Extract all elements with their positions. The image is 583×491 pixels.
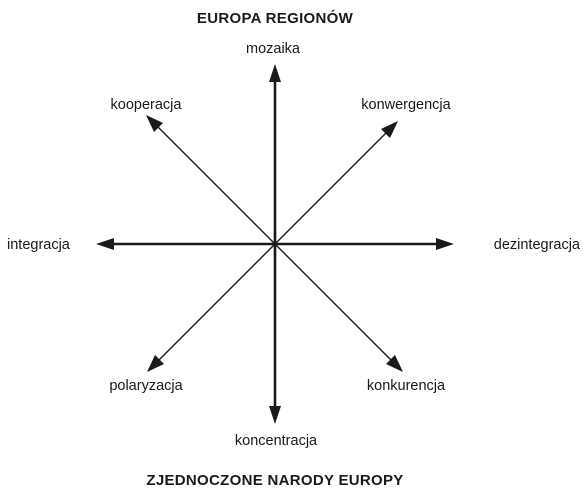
- title-top: EUROPA REGIONÓW: [197, 9, 354, 27]
- arrow-south-east-shaft: [274, 243, 394, 363]
- label-west: integracja: [7, 237, 71, 253]
- label-south: koncentracja: [235, 433, 318, 449]
- center-point: [273, 242, 277, 246]
- arrow-south: [269, 244, 281, 424]
- title-bottom: ZJEDNOCZONE NARODY EUROPY: [146, 472, 403, 489]
- arrow-south-west: [147, 243, 276, 372]
- arrow-north: [269, 64, 281, 244]
- arrow-west: [96, 238, 275, 250]
- arrow-south-west-shaft: [156, 243, 276, 363]
- arrow-south-east-head: [386, 355, 403, 372]
- arrow-north-west-shaft: [155, 124, 276, 245]
- label-east: dezintegracja: [494, 237, 581, 253]
- arrow-east-head: [436, 238, 454, 250]
- arrow-east: [275, 238, 454, 250]
- arrow-south-head: [269, 406, 281, 424]
- label-south-west: polaryzacja: [109, 378, 183, 394]
- arrow-north-head: [269, 64, 281, 82]
- arrow-north-west: [146, 115, 276, 245]
- label-north-east: konwergencja: [361, 97, 451, 113]
- arrow-north-west-head: [146, 115, 163, 132]
- arrow-west-head: [96, 238, 114, 250]
- label-north-west: kooperacja: [111, 97, 183, 113]
- label-north: mozaika: [246, 41, 301, 57]
- arrow-north-east-shaft: [274, 130, 389, 245]
- arrow-north-east: [274, 121, 398, 245]
- arrow-south-east: [274, 243, 403, 372]
- arrow-north-east-head: [381, 121, 398, 138]
- arrow-south-west-head: [147, 355, 164, 372]
- label-south-east: konkurencja: [367, 378, 446, 394]
